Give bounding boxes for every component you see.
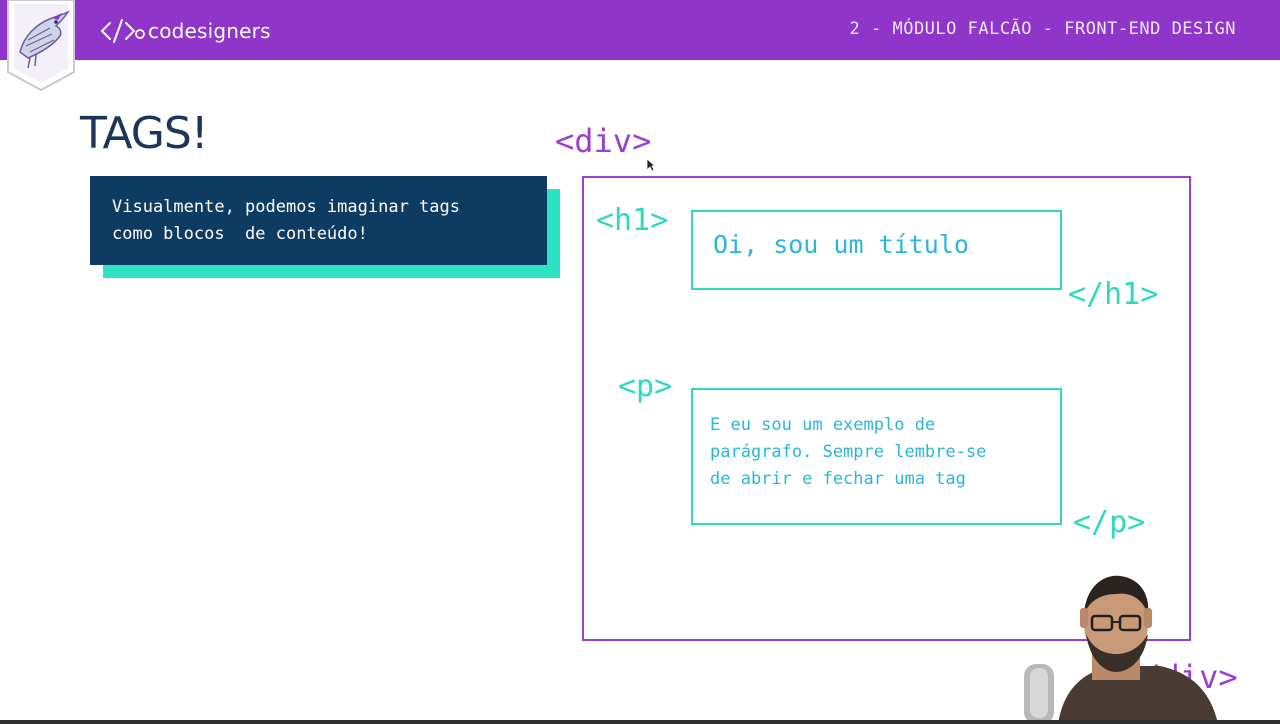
module-title: 2 - MÓDULO FALCÃO - FRONT-END DESIGN [849,19,1236,39]
p-block: E eu sou um exemplo de parágrafo. Sempre… [691,388,1062,525]
code-slash-icon [100,19,145,43]
top-bar [0,0,1280,60]
h1-text: Oi, sou um título [713,230,969,259]
brand-logo[interactable]: codesigners [100,16,271,46]
callout-line: como blocos de conteúdo! [112,224,368,244]
h1-block: Oi, sou um título [691,210,1062,290]
div-open-tag: <div> [555,122,652,160]
p-open-tag: <p> [618,369,673,404]
p-line: de abrir e fechar uma tag [710,469,966,489]
slide-title: TAGS! [80,108,208,159]
p-close-tag: </p> [1073,505,1146,540]
h1-close-tag: </h1> [1068,277,1159,312]
p-line: parágrafo. Sempre lembre-se [710,442,987,462]
presenter-webcam [1024,575,1218,724]
callout-line: Visualmente, podemos imaginar tags [112,197,460,217]
brand-name: codesigners [148,19,271,43]
falcon-logo-icon [7,0,75,92]
callout-box: Visualmente, podemos imaginar tags como … [90,176,547,265]
bottom-edge [0,720,1280,724]
div-block [582,176,1191,641]
mouse-cursor-icon [646,158,656,172]
p-line: E eu sou um exemplo de [710,415,936,435]
h1-open-tag: <h1> [596,203,669,238]
